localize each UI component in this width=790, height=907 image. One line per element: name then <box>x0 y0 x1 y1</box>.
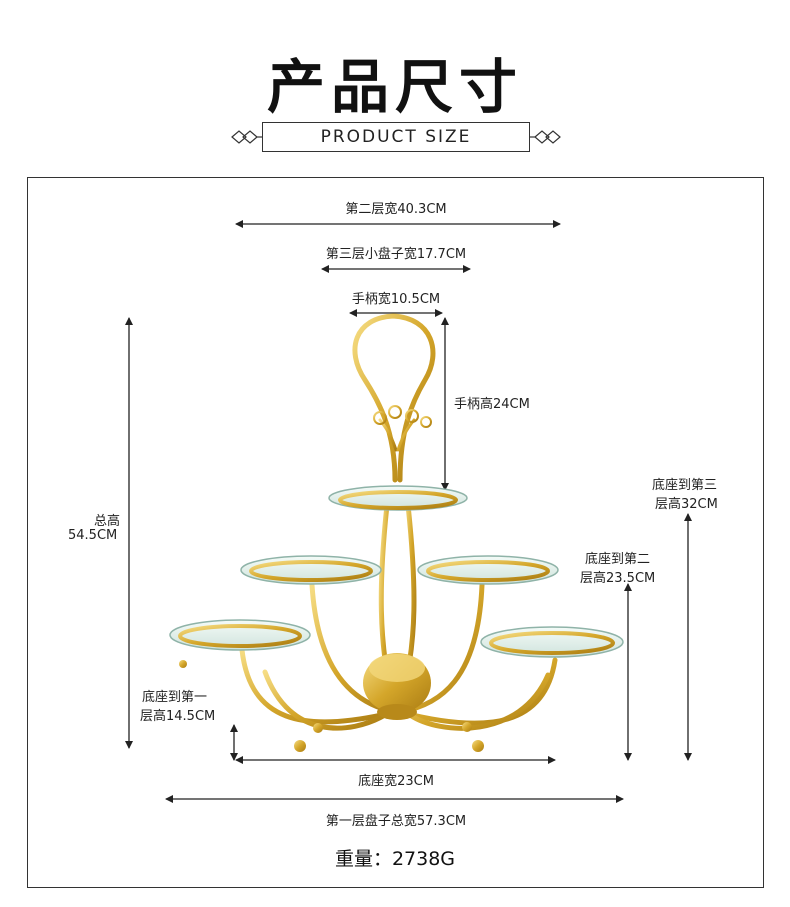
tier2-left-plate <box>240 555 382 585</box>
tier2-width-label: 第二层宽40.3CM <box>345 202 447 217</box>
base-to-tier1-label-line1: 底座到第一 <box>142 690 208 705</box>
ornate-base <box>363 653 431 720</box>
base-width-label: 底座宽23CM <box>358 774 434 789</box>
tier1-right-plate <box>480 626 624 658</box>
base-to-tier2-label-line2: 层高23.5CM <box>580 571 656 586</box>
handle-height-label: 手柄高24CM <box>454 397 530 412</box>
page-subtitle: PRODUCT SIZE <box>262 122 530 152</box>
right-diamond-ornament <box>530 130 561 144</box>
left-diamond-ornament <box>231 130 262 144</box>
tier1-left-plate <box>169 619 311 668</box>
base-to-tier3-label-line2: 层高32CM <box>655 497 718 512</box>
base-to-tier2-label-line1: 底座到第二 <box>585 552 651 567</box>
feet <box>294 722 484 752</box>
tier3-plate-width-label: 第三层小盘子宽17.7CM <box>325 247 467 262</box>
handle <box>352 313 436 495</box>
base-to-tier1-label-line2: 层高14.5CM <box>140 709 216 724</box>
tier2-right-plate <box>417 555 559 585</box>
page-title: 产品尺寸 <box>266 53 523 121</box>
tier1-total-width-label: 第一层盘子总宽57.3CM <box>325 814 467 829</box>
diagram-frame <box>27 177 764 888</box>
base-to-tier3-label-line1: 底座到第三 <box>652 478 718 493</box>
total-height-label-line1: 总高 <box>93 514 120 529</box>
handle-width-label: 手柄宽10.5CM <box>351 292 441 307</box>
weight-label: 重量：2738G <box>334 848 456 870</box>
tier3-plate <box>328 485 468 511</box>
total-height-label-line2: 54.5CM <box>68 528 118 543</box>
